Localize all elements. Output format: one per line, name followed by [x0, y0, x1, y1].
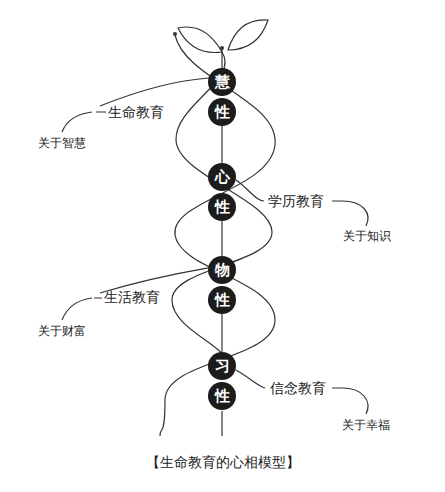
character-circle: 性: [208, 286, 236, 314]
circle-text: 性: [215, 198, 230, 216]
character-circle: 性: [208, 98, 236, 126]
character-circle: 心: [208, 163, 236, 191]
education-label: 信念教育: [270, 380, 326, 397]
leader-line: [236, 370, 368, 414]
note-label: 关于财富: [38, 324, 86, 338]
character-circle: 性: [208, 382, 236, 410]
leader-line: [236, 180, 368, 226]
circle-text: 性: [215, 103, 230, 121]
stem-segment: [221, 314, 222, 352]
stem-dot: [173, 32, 177, 36]
stem-segment: [221, 126, 222, 163]
stem-dot: [220, 46, 224, 50]
stem-bottom: [221, 411, 222, 436]
circle-text: 物: [215, 261, 230, 279]
leader-line: [62, 268, 208, 320]
character-circle: 性: [208, 193, 236, 221]
character-circle: 物: [208, 256, 236, 284]
stem-segment: [221, 221, 222, 256]
vine-strand: [172, 52, 272, 366]
leaf: [178, 27, 222, 53]
character-circle: 习: [208, 352, 236, 380]
circle-text: 性: [215, 291, 230, 309]
note-label: 关于智慧: [38, 136, 86, 150]
circle-text: 心: [215, 168, 230, 186]
education-label: 学历教育: [268, 193, 324, 210]
note-label: 关于幸福: [342, 418, 390, 432]
education-label: 生命教育: [108, 104, 164, 121]
note-label: 关于知识: [343, 229, 391, 243]
vine-strand: [160, 35, 275, 436]
circle-text: 习: [215, 357, 230, 375]
circle-text: 慧: [215, 73, 230, 91]
leaf: [228, 20, 268, 50]
circle-text: 性: [215, 387, 230, 405]
leader-line: [62, 78, 209, 132]
character-circle: 慧: [208, 68, 236, 96]
education-label: 生活教育: [104, 289, 160, 306]
caption: 【生命教育的心相模型】: [0, 454, 445, 472]
